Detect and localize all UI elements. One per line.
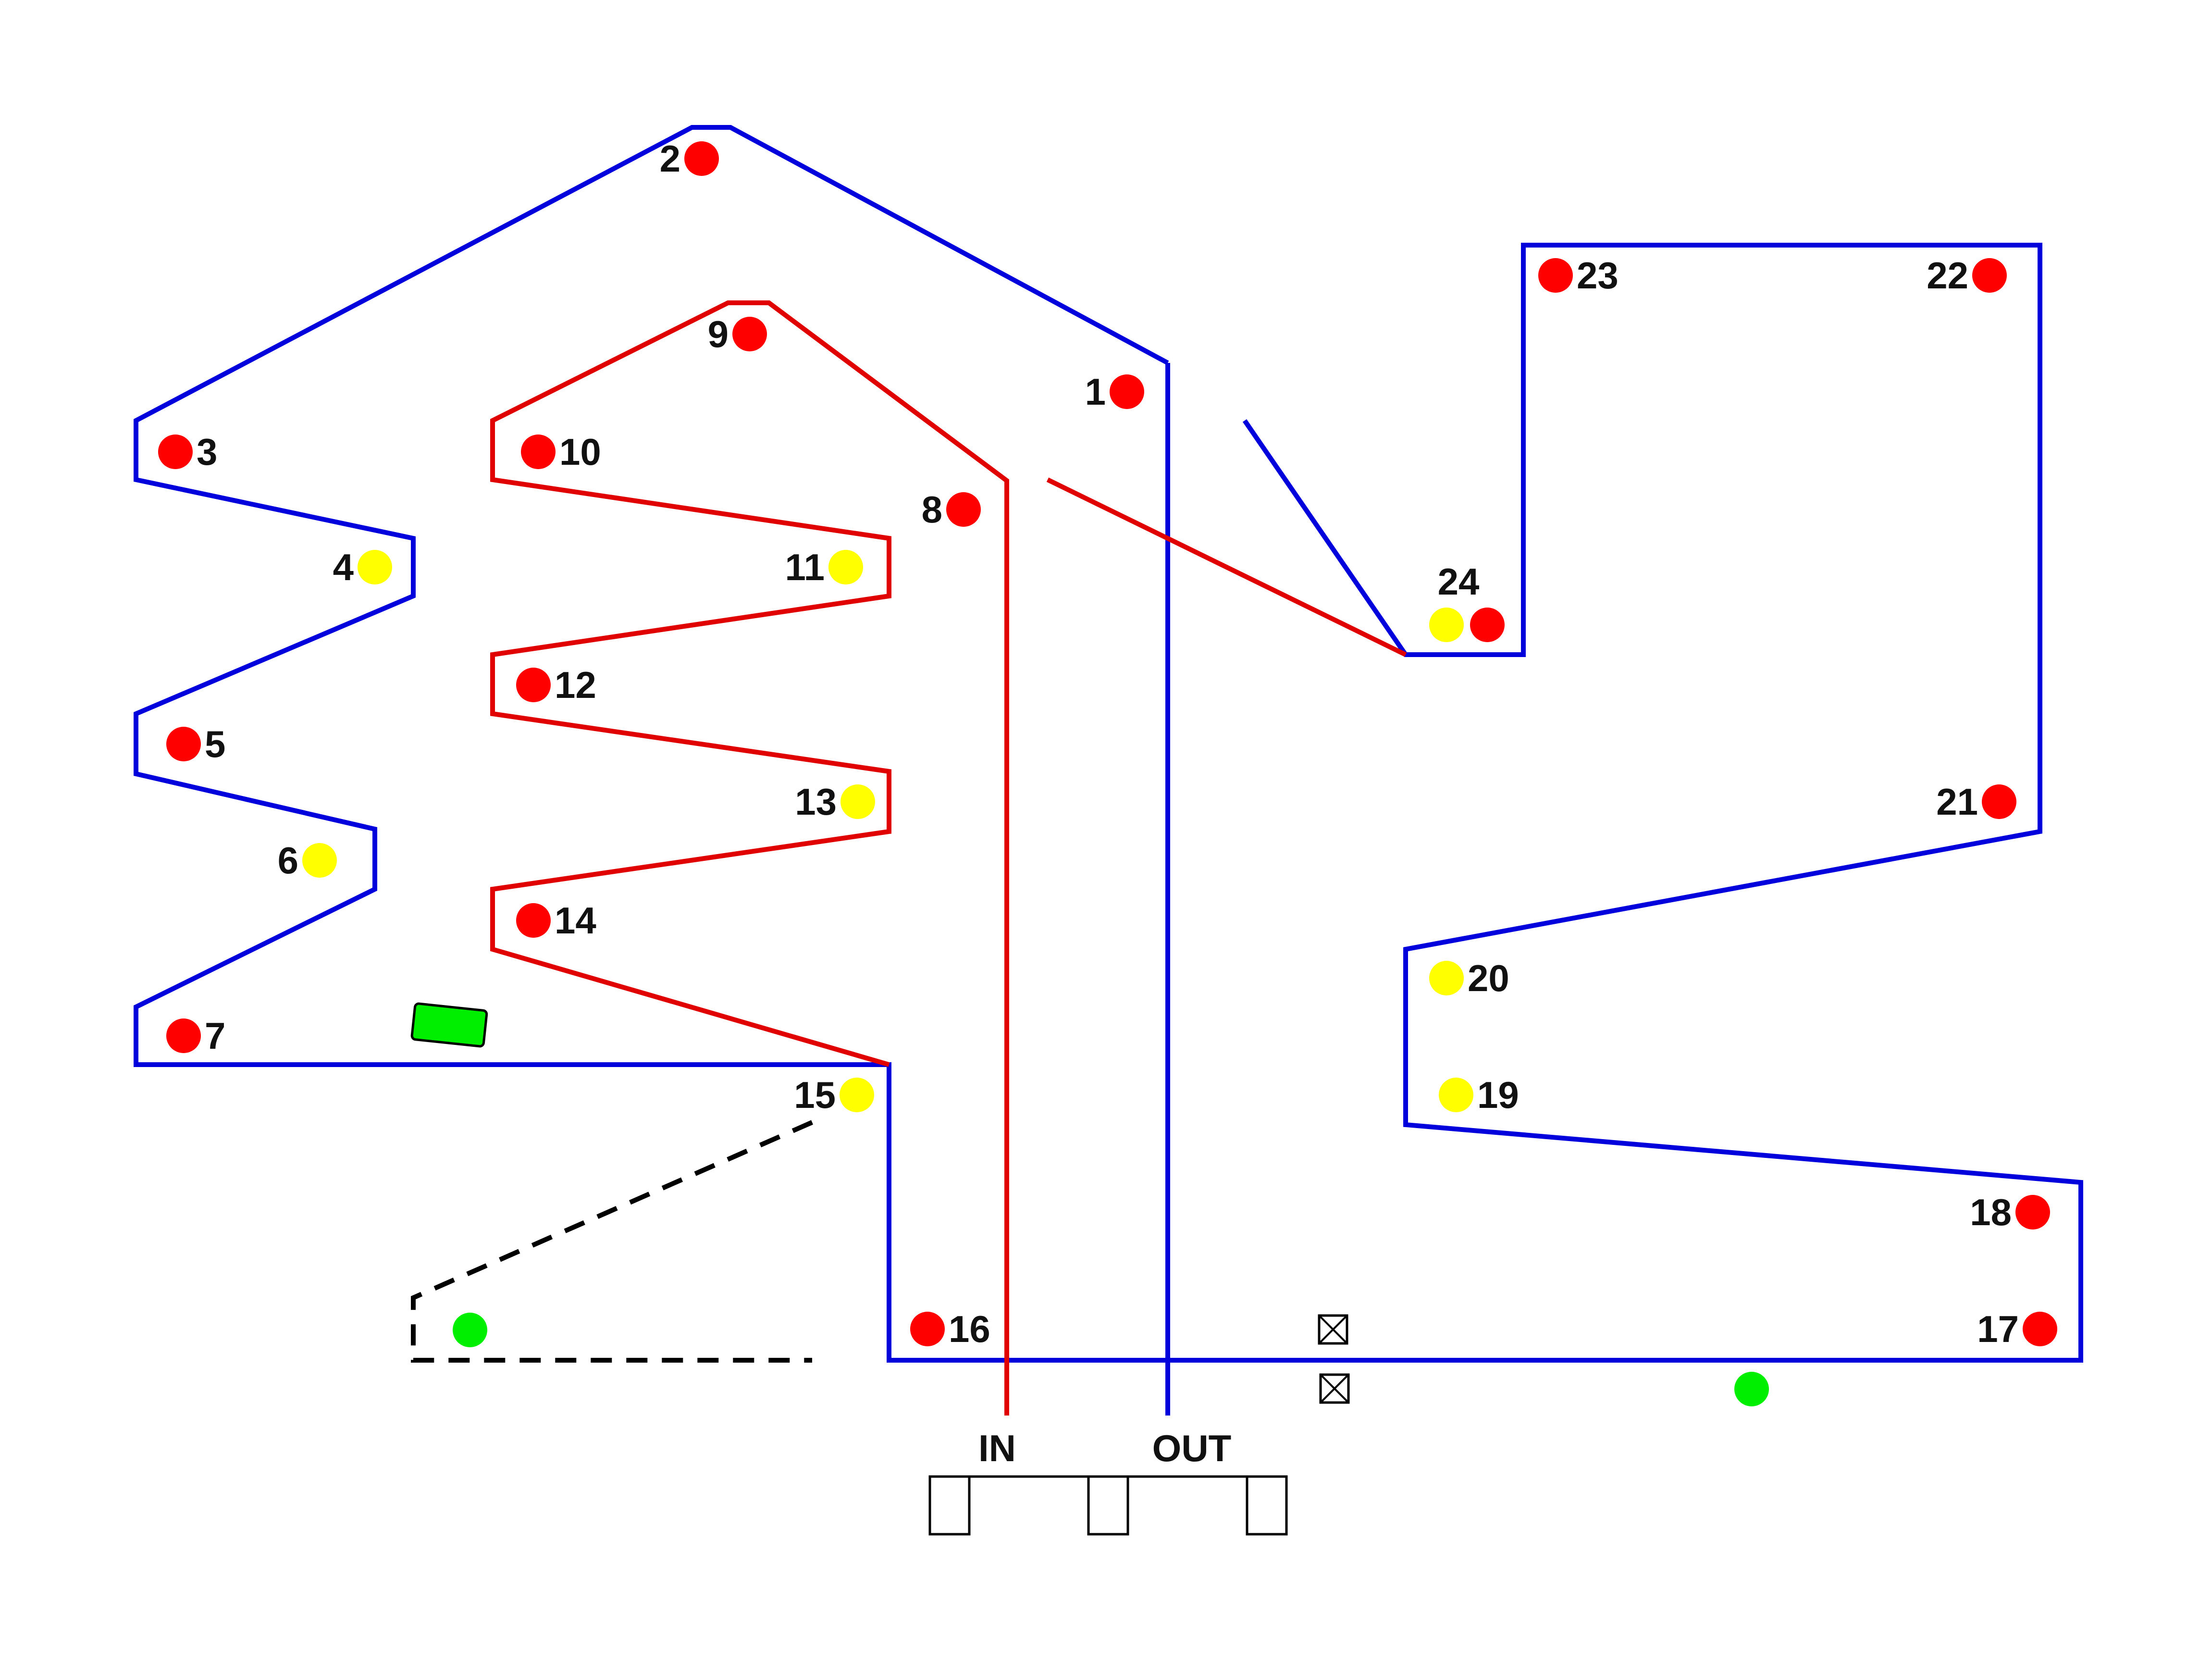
marker-dot-9[interactable] xyxy=(732,317,767,351)
marker-dot-11[interactable] xyxy=(828,550,863,584)
marker-dot-24-red[interactable] xyxy=(1470,608,1505,642)
marker-label-23: 23 xyxy=(1577,254,1619,297)
marker-dot-12[interactable] xyxy=(516,668,551,702)
marker-dot-19[interactable] xyxy=(1439,1078,1473,1112)
marker-label-8: 8 xyxy=(922,488,942,531)
inner-route xyxy=(490,300,1009,1416)
marker-label-3: 3 xyxy=(197,431,217,473)
marker-dot-23[interactable] xyxy=(1538,258,1573,293)
marker-label-6: 6 xyxy=(278,839,298,882)
marker-dot-7[interactable] xyxy=(166,1018,201,1053)
marker-dot-3[interactable] xyxy=(158,435,193,469)
boxed-x-icon[interactable] xyxy=(1319,1373,1350,1404)
green-stop-marker-left xyxy=(453,1313,487,1347)
marker-dot-17[interactable] xyxy=(2023,1312,2057,1346)
marker-dot-6[interactable] xyxy=(302,843,337,878)
station-out-label: OUT xyxy=(1152,1427,1232,1469)
marker-dot-24[interactable] xyxy=(1429,608,1464,642)
marker-label-10: 10 xyxy=(559,431,601,473)
marker-label-11: 11 xyxy=(785,546,825,588)
marker-label-9: 9 xyxy=(708,313,729,355)
marker-dot-22[interactable] xyxy=(1972,258,2007,293)
marker-dot-18[interactable] xyxy=(2015,1195,2050,1229)
marker-dot-2[interactable] xyxy=(684,141,719,176)
station-bay-icon[interactable] xyxy=(928,1475,971,1536)
marker-dot-20[interactable] xyxy=(1429,961,1464,995)
green-vehicle-icon[interactable] xyxy=(410,1002,488,1048)
station-bay-icon[interactable] xyxy=(1246,1475,1288,1536)
marker-dot-15[interactable] xyxy=(840,1078,874,1112)
marker-label-22: 22 xyxy=(1927,254,1968,297)
marker-label-24: 24 xyxy=(1438,560,1480,603)
marker-label-12: 12 xyxy=(555,664,596,706)
marker-label-13: 13 xyxy=(795,781,837,823)
marker-label-14: 14 xyxy=(555,899,596,942)
station-bay-icon[interactable] xyxy=(1087,1475,1129,1536)
marker-label-1: 1 xyxy=(1085,371,1106,413)
marker-dot-13[interactable] xyxy=(840,784,875,819)
marker-dot-10[interactable] xyxy=(521,435,556,469)
marker-label-20: 20 xyxy=(1468,957,1509,999)
marker-dot-5[interactable] xyxy=(166,727,201,761)
outer-route-left xyxy=(134,125,1170,1416)
marker-label-16: 16 xyxy=(949,1308,990,1350)
green-stop-marker-right xyxy=(1734,1372,1769,1406)
marker-dot-4[interactable] xyxy=(358,550,392,584)
marker-label-5: 5 xyxy=(205,723,225,765)
marker-label-19: 19 xyxy=(1477,1074,1519,1116)
outer-route-right xyxy=(889,243,2083,1363)
marker-dot-1[interactable] xyxy=(1110,374,1144,409)
boxed-x-icon[interactable] xyxy=(1318,1314,1348,1345)
marker-label-2: 2 xyxy=(660,137,680,180)
marker-dot-8[interactable] xyxy=(946,492,981,527)
marker-label-18: 18 xyxy=(1970,1191,2012,1233)
marker-label-4: 4 xyxy=(333,546,354,588)
station-in-label: IN xyxy=(978,1427,1016,1469)
marker-dot-16[interactable] xyxy=(910,1312,945,1346)
marker-label-15: 15 xyxy=(794,1074,836,1116)
dashed-route xyxy=(411,1120,814,1363)
inner-route-connector xyxy=(1046,477,1407,657)
marker-dot-21[interactable] xyxy=(1982,784,2016,819)
marker-label-7: 7 xyxy=(205,1015,225,1057)
marker-label-17: 17 xyxy=(1977,1308,2019,1350)
marker-dot-14[interactable] xyxy=(516,903,551,938)
station xyxy=(928,1475,1288,1536)
marker-label-21: 21 xyxy=(1936,781,1978,823)
